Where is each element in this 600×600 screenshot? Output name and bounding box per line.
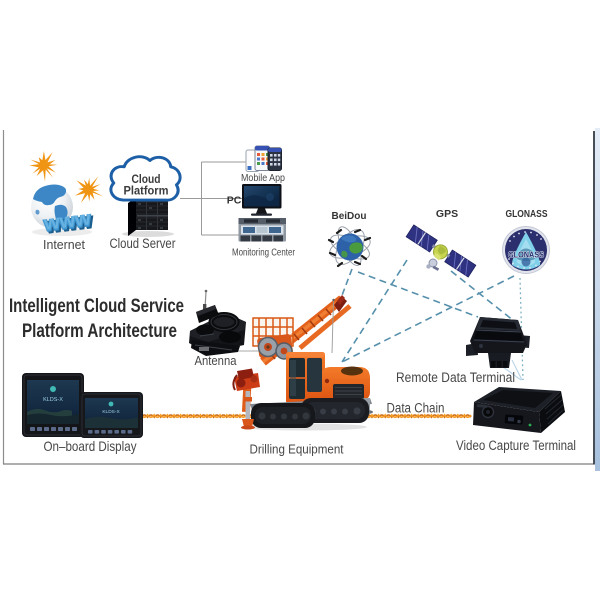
svg-text:GLONASS: GLONASS <box>508 251 544 260</box>
svg-text:Cloud Server: Cloud Server <box>110 236 176 251</box>
svg-text:Intelligent Cloud Service: Intelligent Cloud Service <box>9 295 184 317</box>
svg-text:GPS: GPS <box>436 208 458 220</box>
svg-text:Drilling Equipment: Drilling Equipment <box>250 442 344 457</box>
svg-text:Cloud: Cloud <box>132 174 161 186</box>
svg-text:Monitoring Center: Monitoring Center <box>232 248 296 259</box>
svg-text:PC: PC <box>227 195 242 207</box>
svg-text:BeiDou: BeiDou <box>332 210 367 222</box>
svg-text:Internet: Internet <box>43 238 86 252</box>
svg-text:Platform: Platform <box>124 186 169 198</box>
svg-text:Antenna: Antenna <box>195 354 237 368</box>
svg-text:Mobile App: Mobile App <box>241 172 285 184</box>
svg-text:On–board Display: On–board Display <box>44 438 137 454</box>
svg-text:KLDS-X: KLDS-X <box>102 409 120 415</box>
svg-text:Platform Architecture: Platform Architecture <box>22 320 177 342</box>
svg-text:Video Capture Terminal: Video Capture Terminal <box>456 438 576 453</box>
svg-text:KLDS-X: KLDS-X <box>43 397 63 403</box>
svg-text:Data Chain: Data Chain <box>387 401 445 416</box>
svg-text:GLONASS: GLONASS <box>506 208 548 220</box>
svg-text:Remote Data Terminal: Remote Data Terminal <box>396 370 515 385</box>
